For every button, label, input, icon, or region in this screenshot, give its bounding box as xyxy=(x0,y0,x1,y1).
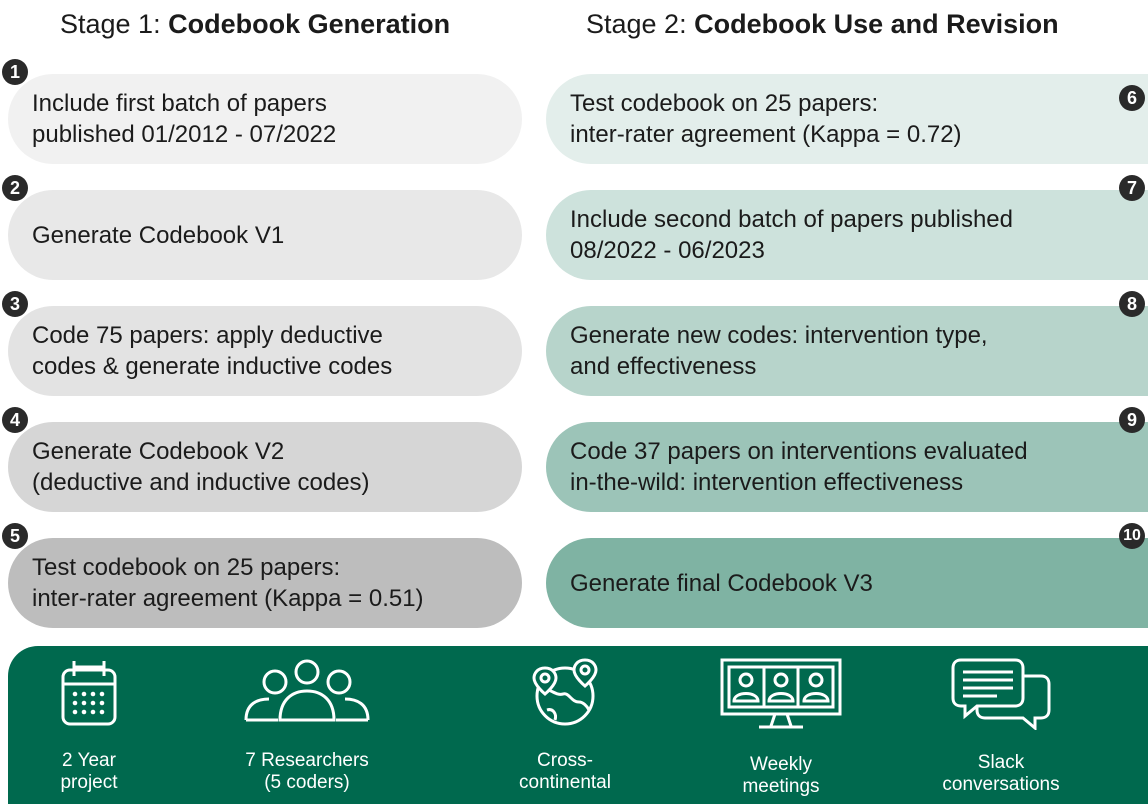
step-2-text: Generate Codebook V1 xyxy=(32,221,285,249)
step-5-text: Test codebook on 25 papers: inter-rater … xyxy=(32,554,424,612)
step-10-text: Generate final Codebook V3 xyxy=(570,569,873,597)
stat-location: Cross- continental xyxy=(470,658,660,794)
step-5-number-badge: 5 xyxy=(2,523,28,549)
stage-2-name: Codebook Use and Revision xyxy=(694,9,1059,39)
project-facts-banner: 2 Year project 7 Researchers (5 coders) xyxy=(8,646,1148,804)
step-6-text: Test codebook on 25 papers: inter-rater … xyxy=(570,90,962,148)
step-4-text: Generate Codebook V2 (deductive and indu… xyxy=(32,438,370,496)
step-9-text: Code 37 papers on interventions evaluate… xyxy=(570,438,1028,496)
stat-duration-label: 2 Year project xyxy=(60,750,118,793)
calendar-icon xyxy=(61,661,117,726)
step-7-number-badge: 7 xyxy=(1119,175,1145,201)
step-4: Generate Codebook V2 (deductive and indu… xyxy=(8,422,522,512)
step-1: Include first batch of papers published … xyxy=(8,74,522,164)
step-2: Generate Codebook V1 xyxy=(8,190,522,280)
step-3-number-badge: 3 xyxy=(2,291,28,317)
step-2-number-badge: 2 xyxy=(2,175,28,201)
stat-researchers: 7 Researchers (5 coders) xyxy=(212,658,402,794)
step-1-number-badge: 1 xyxy=(2,59,28,85)
step-6-number-badge: 6 xyxy=(1119,85,1145,111)
step-3-text: Code 75 papers: apply deductive codes & … xyxy=(32,322,393,380)
step-3: Code 75 papers: apply deductive codes & … xyxy=(8,306,522,396)
step-7: Include second batch of papers published… xyxy=(546,190,1148,280)
stat-communication-label: Slack conversations xyxy=(942,752,1060,795)
people-icon xyxy=(244,659,370,722)
step-7-text: Include second batch of papers published… xyxy=(570,206,1013,264)
stage-1-prefix: Stage 1: xyxy=(60,9,169,39)
video-meeting-icon xyxy=(720,658,842,729)
stat-location-label: Cross- continental xyxy=(519,750,611,793)
stage-2-prefix: Stage 2: xyxy=(586,9,695,39)
step-10-number-badge: 10 xyxy=(1119,523,1145,549)
step-6: Test codebook on 25 papers: inter-rater … xyxy=(546,74,1148,164)
chat-bubbles-icon xyxy=(951,658,1051,730)
step-8-number-badge: 8 xyxy=(1119,291,1145,317)
stat-researchers-label: 7 Researchers (5 coders) xyxy=(245,750,369,793)
stat-meetings: Weekly meetings xyxy=(686,658,876,798)
stage-1-title: Stage 1: Codebook Generation xyxy=(60,4,450,44)
step-9-number-badge: 9 xyxy=(1119,407,1145,433)
step-10: Generate final Codebook V3 xyxy=(546,538,1148,628)
stage-2-title: Stage 2: Codebook Use and Revision xyxy=(586,4,1059,44)
stat-communication: Slack conversations xyxy=(906,658,1096,796)
step-9: Code 37 papers on interventions evaluate… xyxy=(546,422,1148,512)
step-8-text: Generate new codes: intervention type, a… xyxy=(570,322,988,380)
step-5: Test codebook on 25 papers: inter-rater … xyxy=(8,538,522,628)
step-4-number-badge: 4 xyxy=(2,407,28,433)
stat-duration: 2 Year project xyxy=(0,658,184,794)
step-8: Generate new codes: intervention type, a… xyxy=(546,306,1148,396)
globe-pins-icon xyxy=(532,658,598,726)
stat-meetings-label: Weekly meetings xyxy=(742,754,820,797)
stage-1-name: Codebook Generation xyxy=(168,9,451,39)
step-1-text: Include first batch of papers published … xyxy=(32,90,337,148)
